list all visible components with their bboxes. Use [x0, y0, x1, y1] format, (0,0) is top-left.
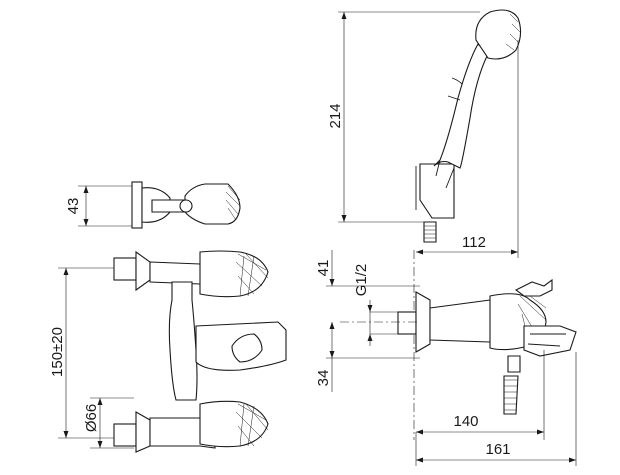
- hose-side: [503, 375, 519, 415]
- top-handle: [199, 250, 269, 298]
- dim-66: Ø66: [83, 397, 134, 449]
- dim-34-label: 34: [315, 370, 332, 387]
- dim-43-label: 43: [65, 198, 82, 215]
- spout-outlet: [231, 333, 263, 363]
- dim-41-label: 41: [315, 260, 332, 277]
- shower-wall-holder: [419, 163, 455, 219]
- mixer-side-view: [340, 278, 577, 415]
- dim-161: 161: [416, 352, 577, 466]
- dim-214: 214: [327, 11, 480, 223]
- dim-g12: G1/2: [353, 264, 373, 346]
- dim-161-label: 161: [485, 441, 510, 458]
- dim-214-label: 214: [327, 103, 344, 128]
- bracket-head: [184, 183, 241, 225]
- dim-140: 140: [415, 350, 545, 466]
- hose-connector: [423, 221, 437, 243]
- dim-66-label: Ø66: [83, 404, 100, 432]
- hand-shower: [419, 9, 522, 243]
- bottom-handle: [199, 400, 269, 448]
- dim-41: 41: [315, 250, 420, 287]
- bracket-plate: [131, 181, 143, 229]
- dim-140-label: 140: [453, 413, 478, 430]
- dim-150-label: 150±20: [49, 327, 66, 377]
- mixer-body: [168, 281, 198, 401]
- bottom-inlet-nut: [113, 423, 137, 447]
- inlet-pipe: [397, 311, 417, 335]
- dim-g12-label: G1/2: [353, 264, 370, 297]
- dim-43: 43: [65, 185, 132, 227]
- diverter-lever: [514, 278, 553, 297]
- spout-side: [523, 325, 577, 357]
- dim-150: 150±20: [49, 267, 114, 439]
- dim-112-label: 112: [462, 234, 486, 251]
- shower-handle: [433, 43, 489, 169]
- mixer-front-view: [113, 250, 287, 453]
- dim-34: 34: [315, 322, 420, 392]
- dim-112: 112: [416, 40, 519, 258]
- wall-bracket-view: [131, 181, 241, 229]
- top-inlet-nut: [113, 257, 137, 281]
- wall-flange: [415, 291, 431, 353]
